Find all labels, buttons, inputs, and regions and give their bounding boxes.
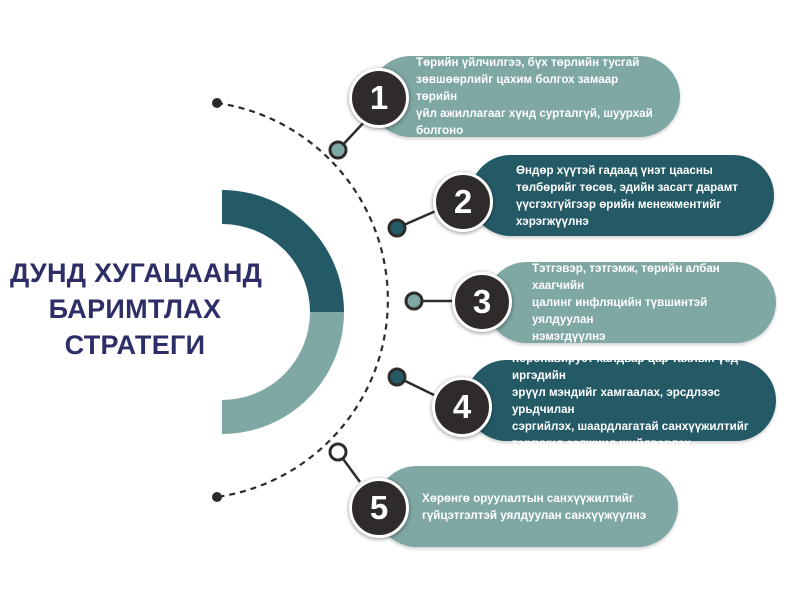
step-text: Тэтгэвэр, тэтгэмж, төрийн албан хаагчийн…: [532, 260, 754, 345]
step-card-4: Коронавируст халдвар цар тахлын үед иргэ…: [466, 352, 776, 450]
arc-node: [387, 218, 407, 238]
step-number-badge-1: 1: [349, 68, 409, 128]
step-text-line: сэргийлэх, шаардлагатай санхүүжилтийг: [512, 419, 749, 433]
step-text-line: төлбөрийг төсөв, эдийн засагт дарамт: [516, 180, 738, 194]
step-text-line: Хөрөнгө оруулалтын санхүүжилтийг: [422, 491, 634, 505]
arc-end-dot-top: [212, 98, 222, 108]
step-card-1: Төрийн үйлчилгээ, бүх төрлийн тусгай зөв…: [370, 56, 680, 137]
step-number-badge-3: 3: [452, 272, 512, 332]
arc-end-dot-bottom: [212, 492, 222, 502]
step-text-line: болгоно: [416, 124, 464, 137]
step-text-line: хэрэгжүүлнэ: [516, 214, 589, 228]
title-line: ДУНД ХУГАЦААНД: [10, 258, 263, 288]
step-text-line: нэмэгдүүлнэ: [532, 330, 606, 343]
step-text-line: цалинг инфляцийн түвшинтэй уялдуулан: [532, 296, 708, 326]
step-card-3: Тэтгэвэр, тэтгэмж, төрийн албан хаагчийн…: [486, 262, 776, 343]
step-text-line: үүсгэхгүйгээр өрийн менежментийг: [516, 197, 722, 211]
step-text: Хөрөнгө оруулалтын санхүүжилтийг гүйцэтг…: [422, 490, 646, 524]
step-text-line: гүйцэтгэлтэй уялдуулан санхүүжүүлнэ: [422, 508, 647, 522]
step-text-line: үйл ажиллагааг хүнд сурталгүй, шуурхай: [416, 107, 653, 120]
step-text: Коронавируст халдвар цар тахлын үед иргэ…: [512, 350, 754, 452]
title-line: СТРАТЕГИ: [64, 330, 206, 360]
arc-segment-light: [222, 312, 344, 434]
step-text-line: эрүүл мэндийг хамгаалах, эрсдлээс урьдчи…: [512, 385, 721, 416]
step-text-line: Төрийн үйлчилгээ, бүх төрлийн тусгай: [416, 56, 640, 69]
step-text: Төрийн үйлчилгээ, бүх төрлийн тусгай зөв…: [416, 54, 658, 139]
step-number-badge-4: 4: [432, 377, 492, 437]
step-text: Өндөр хүүтэй гадаад үнэт цаасны төлбөрий…: [516, 162, 738, 230]
step-number-badge-2: 2: [433, 172, 493, 232]
step-text-line: Тэтгэвэр, тэтгэмж, төрийн албан хаагчийн: [532, 262, 720, 292]
arc-node: [404, 291, 424, 311]
step-text-line: Коронавируст халдвар цар тахлын үед иргэ…: [512, 351, 739, 382]
arc-node: [328, 140, 348, 160]
step-text-line: Өндөр хүүтэй гадаад үнэт цаасны: [516, 163, 713, 177]
arc-node: [387, 367, 407, 387]
title-line: БАРИМТЛАХ: [48, 294, 222, 324]
step-text-line: зөвшөөрлийг цахим болгох замаар төрийн: [416, 73, 619, 103]
step-text-line: тэргүүнд ээлжинд шийдвэрлэх: [512, 436, 691, 450]
step-card-2: Өндөр хүүтэй гадаад үнэт цаасны төлбөрий…: [470, 155, 774, 236]
main-title: ДУНД ХУГАЦААНД БАРИМТЛАХ СТРАТЕГИ: [10, 255, 263, 363]
step-number-badge-5: 5: [349, 478, 409, 538]
arc-node: [328, 442, 348, 462]
step-card-5: Хөрөнгө оруулалтын санхүүжилтийг гүйцэтг…: [376, 466, 678, 547]
arc-segment-dark: [222, 190, 344, 312]
